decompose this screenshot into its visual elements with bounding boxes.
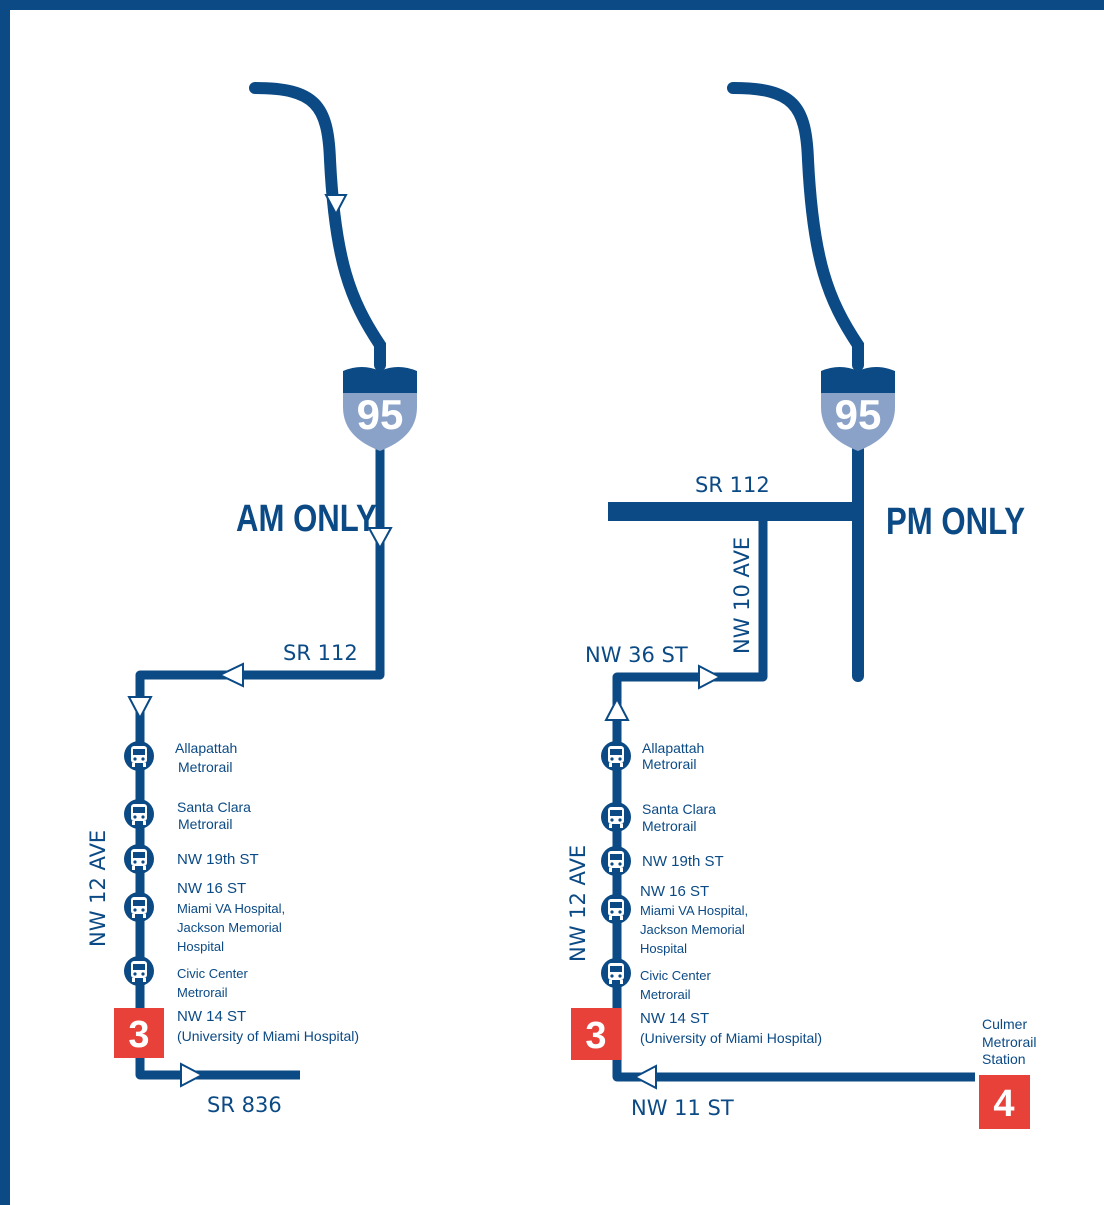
road-label-nw36st: NW 36 ST <box>585 643 688 667</box>
bus-stop-icon <box>124 844 154 874</box>
direction-arrow-icon <box>632 1064 657 1090</box>
road-label-sr112: SR 112 <box>695 473 770 497</box>
road-label-nw10ave: NW 10 AVE <box>730 537 754 654</box>
direction-arrow-icon <box>604 696 630 721</box>
stop-label: Santa Clara Metrorail <box>177 799 255 832</box>
bus-stop-icon <box>124 892 154 922</box>
direction-arrow-icon <box>127 696 153 721</box>
stop-label: Allapattah Metrorail <box>642 740 708 772</box>
stop-label: Civic Center Metrorail <box>640 968 714 1002</box>
direction-arrow-icon <box>180 1062 205 1088</box>
stop-label: Allapattah Metrorail <box>175 740 241 775</box>
road-label-sr112: SR 112 <box>283 641 358 665</box>
stop-badge: 3 <box>114 1008 164 1058</box>
stop-label: Civic Center Metrorail <box>177 966 251 1000</box>
pm-only-label: PM ONLY <box>886 501 1025 543</box>
stop-label: Santa Clara Metrorail <box>642 801 720 834</box>
pm-sr112-road <box>608 502 864 521</box>
interstate-shield-icon: 95 <box>343 367 417 451</box>
shield-number: 95 <box>357 391 404 438</box>
road-label-nw12ave: NW 12 AVE <box>86 830 110 947</box>
stop-label: NW 19th ST <box>642 853 724 870</box>
bus-stop-icon <box>124 956 154 986</box>
pm-i95-line <box>727 82 864 371</box>
bus-stop-icon <box>601 802 631 832</box>
pm-route: 95 PM ONLY SR 112 NW 10 AVE NW 36 ST NW … <box>566 82 1040 1129</box>
bus-stop-icon <box>601 741 631 771</box>
svg-text:3: 3 <box>585 1015 606 1057</box>
bus-stop-icon <box>124 799 154 829</box>
stop-label: NW 19th ST <box>177 851 259 868</box>
svg-text:3: 3 <box>128 1014 149 1056</box>
stop-label: NW 14 ST (University of Miami Hospital) <box>640 1010 822 1046</box>
pm-route-line <box>612 512 975 1082</box>
stop-label: NW 14 ST (University of Miami Hospital) <box>177 1008 359 1044</box>
bus-stop-icon <box>601 846 631 876</box>
bus-stop-icon <box>601 958 631 988</box>
direction-arrow-icon <box>367 527 393 551</box>
stop-badge: 3 <box>571 1008 621 1060</box>
bus-stop-icon <box>601 894 631 924</box>
direction-arrow-icon <box>698 664 723 690</box>
direction-arrow-icon <box>324 194 348 217</box>
shield-number: 95 <box>835 391 882 438</box>
stop-label: NW 16 ST Miami VA Hospital, Jackson Memo… <box>177 880 290 954</box>
road-label-nw12ave: NW 12 AVE <box>566 845 590 962</box>
terminal-badge: 4 <box>979 1075 1030 1129</box>
am-route: 95 AM ONLY SR 112 NW 12 AVE SR 836 Allap… <box>86 82 417 1117</box>
am-only-label: AM ONLY <box>236 498 377 540</box>
terminal-label: Culmer Metrorail Station <box>982 1016 1040 1067</box>
road-label-nw11st: NW 11 ST <box>631 1096 734 1120</box>
road-label-sr836: SR 836 <box>207 1093 282 1117</box>
bus-stop-icon <box>124 741 154 771</box>
direction-arrow-icon <box>217 662 244 688</box>
svg-text:4: 4 <box>993 1083 1014 1125</box>
interstate-shield-icon: 95 <box>821 367 895 451</box>
am-i95-line <box>249 82 386 371</box>
stop-label: NW 16 ST Miami VA Hospital, Jackson Memo… <box>640 883 753 956</box>
